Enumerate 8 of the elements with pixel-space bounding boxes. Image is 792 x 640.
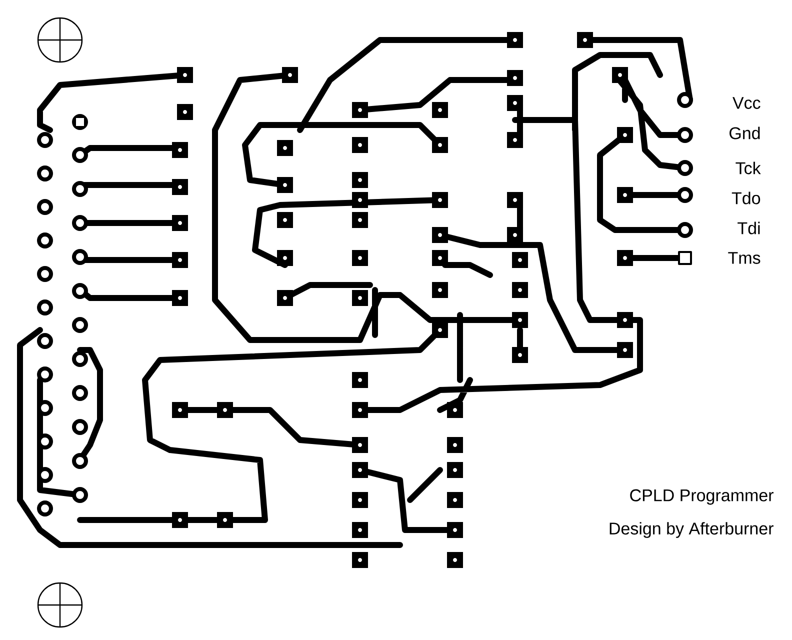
pin-label: Tck [736, 162, 761, 174]
pin-label: Tdo [732, 192, 760, 204]
pin-label: Vcc [732, 97, 760, 109]
pin-label: Tms [728, 252, 760, 264]
pin-label: Gnd [730, 126, 760, 140]
title-text: CPLD Programmer [630, 489, 774, 505]
pin-label: Tdi [738, 222, 760, 234]
credit-text: Design by Afterburner [610, 522, 774, 538]
